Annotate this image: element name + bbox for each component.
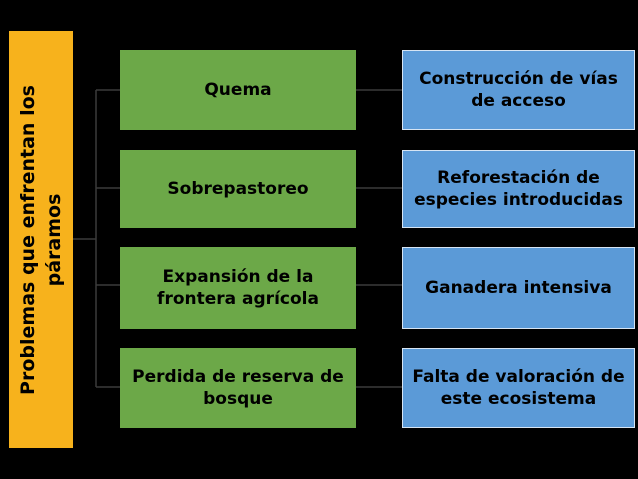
cause-label: Construcción de vías de acceso	[419, 69, 618, 111]
cause-node-ganadera: Ganadera intensiva	[402, 247, 635, 329]
root-node: Problemas que enfrentan los páramos	[9, 31, 73, 448]
cause-label: Ganadera intensiva	[425, 278, 612, 298]
cause-node-vias-acceso: Construcción de vías de acceso	[402, 50, 635, 130]
problem-label: Quema	[204, 80, 272, 100]
problem-label: Perdida de reserva de bosque	[132, 367, 344, 409]
problem-node-sobrepastoreo: Sobrepastoreo	[120, 150, 356, 228]
problem-label: Sobrepastoreo	[167, 179, 309, 199]
root-label-line-2: páramos	[43, 193, 65, 286]
cause-node-reforestacion: Reforestación de especies introducidas	[402, 150, 635, 228]
problem-node-reserva-bosque: Perdida de reserva de bosque	[120, 348, 356, 428]
problem-node-quema: Quema	[120, 50, 356, 130]
problem-node-frontera-agricola: Expansión de la frontera agrícola	[120, 247, 356, 329]
root-label: Problemas que enfrentan los páramos	[15, 85, 67, 395]
cause-label: Falta de valoración de este ecosistema	[412, 367, 625, 409]
problem-label: Expansión de la frontera agrícola	[157, 267, 319, 309]
cause-label: Reforestación de especies introducidas	[414, 168, 623, 210]
root-label-line-1: Problemas que enfrentan los	[17, 84, 39, 395]
cause-node-valoracion: Falta de valoración de este ecosistema	[402, 348, 635, 428]
